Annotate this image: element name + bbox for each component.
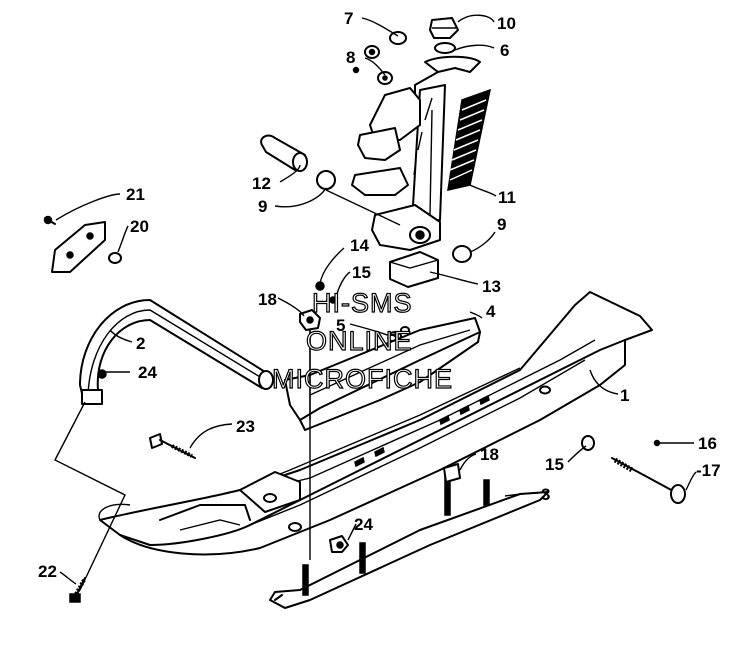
watermark: HI-SMS ONLINE MICROFICHE — [271, 287, 453, 394]
ski-loop — [79, 299, 274, 405]
callout-5: 5 — [336, 316, 345, 335]
callout-16: 16 — [698, 434, 717, 453]
callout-20: 20 — [130, 217, 149, 236]
callout-24-upper: 24 — [138, 363, 157, 382]
grip — [447, 88, 492, 191]
callout-11: 11 — [498, 188, 516, 207]
callout-15-lower: 15 — [545, 455, 564, 474]
callout-3: 3 — [541, 485, 550, 504]
callout-13: 13 — [482, 277, 501, 296]
pin-12 — [260, 134, 472, 263]
spindle — [351, 55, 481, 288]
callout-7: 7 — [344, 9, 353, 28]
callout-15-upper: 15 — [352, 263, 371, 282]
callout-10: 10 — [497, 14, 516, 33]
callout-9-left: 9 — [258, 197, 267, 216]
callout-18: 18 — [480, 445, 499, 464]
callout-17: -17 — [696, 461, 721, 480]
callout-21: 21 — [126, 185, 145, 204]
ski-body — [98, 291, 653, 556]
bolt-23 — [149, 433, 196, 459]
plate — [43, 215, 122, 273]
callout-2: 2 — [136, 334, 145, 353]
callout-19: 18 — [258, 290, 277, 309]
callout-9-right: 9 — [497, 215, 506, 234]
nut-top — [352, 17, 459, 85]
bolt-17 — [581, 435, 686, 504]
callout-8: 8 — [346, 48, 355, 67]
nuts-24 — [97, 369, 349, 553]
wear-bar — [269, 469, 549, 609]
watermark-line-3: MICROFICHE — [272, 364, 453, 394]
stud-18 — [443, 463, 461, 483]
callout-4: 4 — [486, 302, 496, 321]
callout-14: 14 — [350, 236, 369, 255]
callout-1: 1 — [620, 386, 629, 405]
callout-12: 12 — [252, 174, 271, 193]
watermark-line-2: ONLINE — [306, 326, 413, 356]
callout-6: 6 — [500, 41, 509, 60]
callout-23: 23 — [236, 417, 255, 436]
callout-labels: 10 7 6 8 11 12 9 9 21 20 14 15 13 18 5 4… — [38, 9, 721, 581]
callout-leaders — [54, 14, 697, 591]
watermark-line-1: HI-SMS — [312, 288, 413, 318]
callout-24-lower: 24 — [354, 515, 373, 534]
callout-22: 22 — [38, 562, 57, 581]
